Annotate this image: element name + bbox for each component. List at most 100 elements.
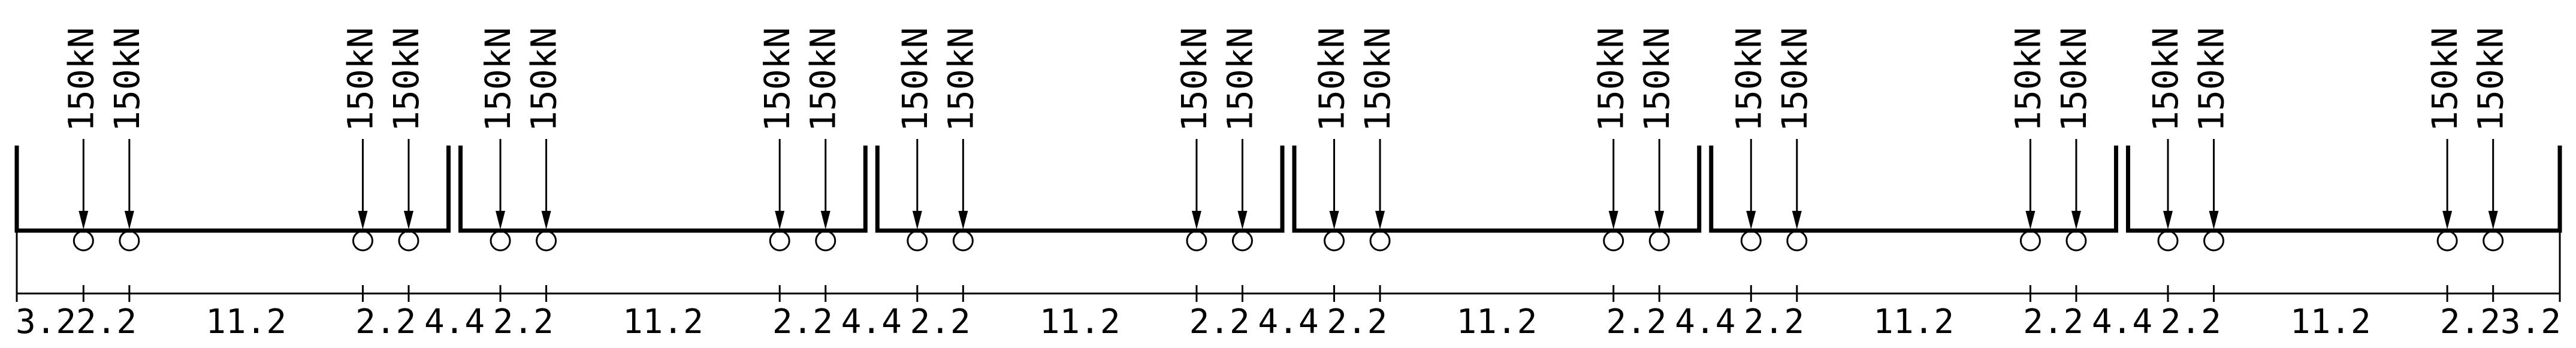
- arrow-head: [2071, 211, 2081, 229]
- spacing-label: 11.2: [206, 302, 286, 341]
- axle-load: 150kN: [1636, 27, 1677, 252]
- spacing-label: 11.2: [2290, 302, 2371, 341]
- axle-load: 150kN: [2007, 27, 2048, 252]
- load-label: 150kN: [1774, 27, 1815, 132]
- wheel: [2019, 230, 2041, 252]
- load-label: 150kN: [1312, 27, 1352, 132]
- spacing-label: 3.2: [16, 302, 76, 341]
- wheel: [2065, 230, 2087, 252]
- load-label: 150kN: [1219, 27, 1260, 132]
- spacing-label: 11.2: [1456, 302, 1537, 341]
- vehicle-body: [875, 146, 1285, 233]
- wheel: [490, 230, 511, 252]
- spacing-label: 2.2: [76, 302, 137, 341]
- arrow-head: [2163, 211, 2173, 229]
- axle-load: 150kN: [340, 27, 380, 252]
- load-label: 150kN: [895, 27, 935, 132]
- load-label: 150kN: [107, 27, 147, 132]
- load-label: 150kN: [2191, 27, 2232, 132]
- spacing-label: 2.2: [2161, 302, 2221, 341]
- axle-load: 150kN: [757, 27, 798, 252]
- load-label: 150kN: [757, 27, 798, 132]
- arrow-head: [1237, 211, 1248, 229]
- arrow-head: [958, 211, 968, 229]
- wheel: [1603, 230, 1624, 252]
- axle-load: 150kN: [895, 27, 935, 252]
- spacing-label: 11.2: [1040, 302, 1121, 341]
- vehicle-body: [458, 146, 868, 233]
- axle-load: 150kN: [61, 27, 101, 252]
- spacing-label: 4.4: [1675, 302, 1735, 341]
- arrow-head: [2488, 211, 2498, 229]
- load-label: 150kN: [1357, 27, 1398, 132]
- load-label: 150kN: [478, 27, 518, 132]
- load-label: 150kN: [2007, 27, 2048, 132]
- wheel: [907, 230, 928, 252]
- arrow-head: [912, 211, 922, 229]
- axle-load: 150kN: [2053, 27, 2094, 252]
- arrow-head: [1746, 211, 1756, 229]
- spacing-label: 11.2: [623, 302, 703, 341]
- axle-load: 150kN: [524, 27, 564, 252]
- wheel: [815, 230, 836, 252]
- wheel: [1186, 230, 1207, 252]
- spacing-label: 4.4: [841, 302, 902, 341]
- arrow-head: [358, 211, 368, 229]
- wheel: [1369, 230, 1391, 252]
- axle-load: 150kN: [1219, 27, 1260, 252]
- vehicle-body: [14, 146, 451, 233]
- axle-load: 150kN: [1357, 27, 1398, 252]
- arrow-head: [78, 211, 89, 229]
- spacing-label: 2.2: [2023, 302, 2083, 341]
- spacing-label: 2.2: [1744, 302, 1804, 341]
- axle-load: 150kN: [1774, 27, 1815, 252]
- axle-load: 150kN: [803, 27, 844, 252]
- wheel: [352, 230, 373, 252]
- wheel: [1324, 230, 1345, 252]
- spacing-label: 2.2: [772, 302, 833, 341]
- load-label: 150kN: [2145, 27, 2186, 132]
- spacing-label: 2.2: [493, 302, 554, 341]
- axle-load: 150kN: [1591, 27, 1632, 252]
- axle-load: 150kN: [107, 27, 147, 252]
- wheel: [119, 230, 140, 252]
- spacing-label: 2.2: [910, 302, 970, 341]
- vehicle-bodies: [14, 146, 2562, 233]
- spacing-label: 4.4: [2092, 302, 2152, 341]
- arrow-head: [1608, 211, 1618, 229]
- arrow-head: [541, 211, 551, 229]
- axle-load: 150kN: [478, 27, 518, 252]
- wheel: [73, 230, 94, 252]
- wheel: [398, 230, 419, 252]
- wheel: [1786, 230, 1808, 252]
- wheel: [2157, 230, 2179, 252]
- load-label: 150kN: [1174, 27, 1215, 132]
- axle-load: 150kN: [940, 27, 981, 252]
- wheel: [2483, 230, 2504, 252]
- load-label: 150kN: [803, 27, 844, 132]
- wheel: [1231, 230, 1253, 252]
- load-label: 150kN: [1591, 27, 1632, 132]
- axle-load: 150kN: [2424, 27, 2465, 252]
- arrow-head: [1654, 211, 1665, 229]
- spacing-label: 3.2: [2500, 302, 2561, 341]
- load-label: 150kN: [1636, 27, 1677, 132]
- spacing-label: 4.4: [424, 302, 485, 341]
- load-label: 150kN: [2424, 27, 2465, 132]
- spacing-label: 2.2: [355, 302, 416, 341]
- vehicle-body: [2125, 146, 2562, 233]
- spacing-label: 11.2: [1873, 302, 1954, 341]
- arrow-head: [775, 211, 785, 229]
- load-label: 150kN: [524, 27, 564, 132]
- load-label: 150kN: [386, 27, 427, 132]
- load-label: 150kN: [61, 27, 101, 132]
- wheel: [769, 230, 790, 252]
- wheel: [2203, 230, 2225, 252]
- load-label: 150kN: [940, 27, 981, 132]
- axle-load: 150kN: [386, 27, 427, 252]
- arrow-head: [403, 211, 413, 229]
- arrow-head: [124, 211, 134, 229]
